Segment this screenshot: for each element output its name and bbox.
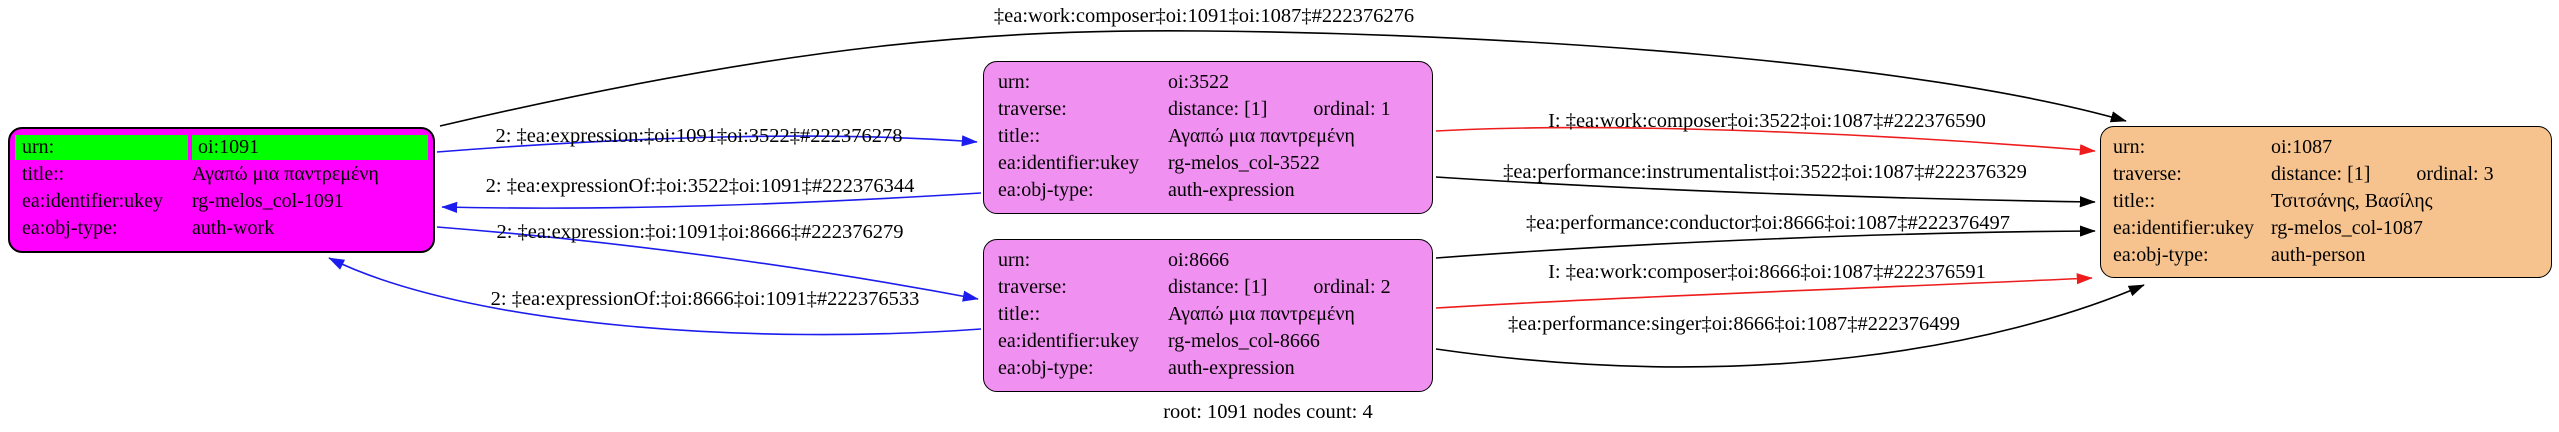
node-row-identifier: ea:identifier:ukey rg-melos_col-8666: [984, 328, 1432, 355]
edge-label-expressionOf-8666-1091: 2: ‡ea:expressionOf:‡oi:8666‡oi:1091‡#22…: [491, 288, 920, 310]
edge-work-composer-8666-1087: [1435, 273, 2093, 309]
value-cell: distance: [1] ordinal: 2: [1168, 274, 1418, 301]
edge-label-work-composer-3522-1087: I: ‡ea:work:composer‡oi:3522‡oi:1087‡#22…: [1548, 110, 1986, 132]
edge-label-expressionOf-3522-1091: 2: ‡ea:expressionOf:‡oi:3522‡oi:1091‡#22…: [486, 175, 915, 197]
key-cell: urn:: [2113, 136, 2146, 158]
key-cell: title::: [998, 125, 1041, 147]
value-cell: oi:1091: [192, 135, 428, 160]
key-cell: traverse:: [2113, 163, 2182, 185]
node-expression-8666[interactable]: urn: oi:8666 traverse: distance: [1] ord…: [983, 239, 1433, 392]
edge-label-work-composer-8666-1087: I: ‡ea:work:composer‡oi:8666‡oi:1087‡#22…: [1548, 261, 1986, 283]
node-person-1087[interactable]: urn: oi:1087 traverse: distance: [1] ord…: [2100, 126, 2552, 278]
key-cell: ea:obj-type:: [2113, 244, 2209, 266]
value-cell: rg-melos_col-8666: [1168, 330, 1320, 352]
value-cell: auth-expression: [1168, 357, 1295, 379]
node-row-urn: urn: oi:3522: [984, 69, 1432, 96]
key-cell: title::: [2113, 190, 2156, 212]
key-cell: traverse:: [998, 98, 1067, 120]
value-cell: auth-expression: [1168, 179, 1295, 201]
node-row-title: title:: Αγαπώ μια παντρεμένη: [984, 123, 1432, 150]
node-row-obj-type: ea:obj-type: auth-work: [10, 215, 433, 242]
edge-label-performance-conductor-8666-1087: ‡ea:performance:conductor‡oi:8666‡oi:108…: [1526, 212, 2010, 234]
edge-expressionOf-8666-1091: [328, 257, 982, 336]
node-row-identifier: ea:identifier:ukey rg-melos_col-1091: [10, 188, 433, 215]
node-row-urn: urn: oi:8666: [984, 247, 1432, 274]
edge-performance-singer-8666-1087: [1435, 284, 2145, 368]
node-row-urn: urn: oi:1087: [2101, 134, 2551, 161]
node-expression-3522[interactable]: urn: oi:3522 traverse: distance: [1] ord…: [983, 61, 1433, 214]
value-cell: oi:3522: [1168, 71, 1230, 93]
node-work-1091[interactable]: urn: oi:1091 title:: Αγαπώ μια παντρεμέν…: [8, 127, 435, 253]
edge-performance-conductor-8666-1087: [1435, 225, 2096, 259]
node-row-urn: urn: oi:1091: [15, 135, 428, 160]
edge-work-composer-3522-1087: [1435, 126, 2096, 156]
edge-label-performance-singer-8666-1087: ‡ea:performance:singer‡oi:8666‡oi:1087‡#…: [1508, 313, 1960, 335]
node-row-obj-type: ea:obj-type: auth-expression: [984, 177, 1432, 204]
value-cell: Αγαπώ μια παντρεμένη: [1168, 303, 1355, 325]
edge-label-expression-1091-3522: 2: ‡ea:expression:‡oi:1091‡oi:3522‡#2223…: [495, 125, 902, 147]
distance-value: distance: [1]: [1168, 276, 1268, 298]
node-row-obj-type: ea:obj-type: auth-expression: [984, 355, 1432, 382]
key-cell: title::: [22, 163, 65, 185]
key-cell: traverse:: [998, 276, 1067, 298]
edge-label-work-composer-1091-1087: ‡ea:work:composer‡oi:1091‡oi:1087‡#22237…: [994, 5, 1414, 27]
value-cell: oi:8666: [1168, 249, 1230, 271]
edge-expressionOf-3522-1091: [441, 192, 982, 213]
edge-work-composer-1091-1087: [439, 30, 2127, 127]
key-cell: urn:: [15, 135, 188, 160]
value-cell: Τσιτσάνης, Βασίλης: [2271, 190, 2433, 212]
value-cell: rg-melos_col-1091: [192, 190, 344, 212]
key-cell: ea:identifier:ukey: [2113, 217, 2255, 239]
edge-performance-instrumentalist-3522-1087: [1435, 176, 2096, 208]
key-cell: ea:obj-type:: [22, 217, 118, 239]
node-row-obj-type: ea:obj-type: auth-person: [2101, 242, 2551, 269]
node-row-traverse: traverse: distance: [1] ordinal: 2: [984, 274, 1432, 301]
ordinal-value: ordinal: 2: [1313, 276, 1391, 298]
key-cell: ea:identifier:ukey: [998, 152, 1140, 174]
key-cell: ea:identifier:ukey: [22, 190, 164, 212]
value-cell: oi:1087: [2271, 136, 2333, 158]
key-cell: ea:obj-type:: [998, 357, 1094, 379]
value-cell: Αγαπώ μια παντρεμένη: [1168, 125, 1355, 147]
value-cell: Αγαπώ μια παντρεμένη: [192, 163, 379, 185]
value-cell: auth-work: [192, 217, 275, 239]
distance-value: distance: [1]: [1168, 98, 1268, 120]
key-cell: title::: [998, 303, 1041, 325]
graph-caption: root: 1091 nodes count: 4: [1163, 401, 1373, 423]
node-row-identifier: ea:identifier:ukey rg-melos_col-1087: [2101, 215, 2551, 242]
edge-expression-1091-8666: [436, 226, 979, 302]
edge-label-expression-1091-8666: 2: ‡ea:expression:‡oi:1091‡oi:8666‡#2223…: [496, 221, 903, 243]
node-row-traverse: traverse: distance: [1] ordinal: 3: [2101, 161, 2551, 188]
ordinal-value: ordinal: 3: [2416, 163, 2494, 185]
ordinal-value: ordinal: 1: [1313, 98, 1391, 120]
node-row-title: title:: Αγαπώ μια παντρεμένη: [984, 301, 1432, 328]
key-cell: urn:: [998, 71, 1031, 93]
key-cell: ea:identifier:ukey: [998, 330, 1140, 352]
edge-expression-1091-3522: [436, 135, 978, 153]
value-cell: distance: [1] ordinal: 1: [1168, 96, 1418, 123]
node-row-title: title:: Αγαπώ μια παντρεμένη: [10, 161, 433, 188]
edge-label-performance-instrumentalist-3522-1087: ‡ea:performance:instrumentalist‡oi:3522‡…: [1503, 161, 2027, 183]
node-row-identifier: ea:identifier:ukey rg-melos_col-3522: [984, 150, 1432, 177]
value-cell: auth-person: [2271, 244, 2366, 266]
value-cell: distance: [1] ordinal: 3: [2271, 161, 2539, 188]
distance-value: distance: [1]: [2271, 163, 2371, 185]
node-row-traverse: traverse: distance: [1] ordinal: 1: [984, 96, 1432, 123]
value-cell: rg-melos_col-1087: [2271, 217, 2423, 239]
key-cell: ea:obj-type:: [998, 179, 1094, 201]
value-cell: rg-melos_col-3522: [1168, 152, 1320, 174]
node-row-title: title:: Τσιτσάνης, Βασίλης: [2101, 188, 2551, 215]
key-cell: urn:: [998, 249, 1031, 271]
